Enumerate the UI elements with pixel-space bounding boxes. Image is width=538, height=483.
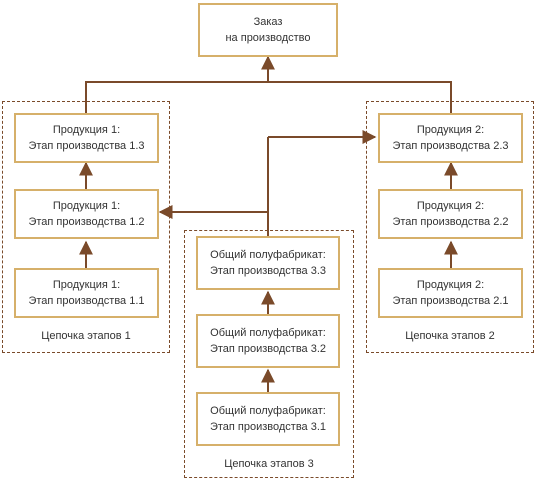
- stage-3-2-line1: Общий полуфабрикат:: [210, 327, 326, 339]
- stage-1-1-box: Продукция 1: Этап производства 1.1: [14, 268, 159, 318]
- chain3-label: Цепочка этапов 3: [224, 458, 314, 470]
- chain1-frame: [2, 101, 170, 353]
- stage-1-2-box: Продукция 1: Этап производства 1.2: [14, 189, 159, 239]
- chain1-label: Цепочка этапов 1: [41, 330, 131, 342]
- stage-1-3-line2: Этап производства 1.3: [28, 140, 145, 152]
- stage-2-1-line1: Продукция 2:: [416, 279, 485, 291]
- order-box: Заказ на производство: [198, 3, 338, 57]
- stage-3-3-line2: Этап производства 3.3: [209, 265, 327, 277]
- stage-1-2-line1: Продукция 1:: [52, 200, 121, 212]
- stage-3-1-box: Общий полуфабрикат: Этап производства 3.…: [196, 392, 340, 446]
- chain2-frame: [366, 101, 534, 353]
- stage-2-2-line1: Продукция 2:: [416, 200, 485, 212]
- chain2-label: Цепочка этапов 2: [405, 330, 495, 342]
- stage-2-1-box: Продукция 2: Этап производства 2.1: [378, 268, 523, 318]
- stage-2-2-line2: Этап производства 2.2: [392, 216, 509, 228]
- stage-3-2-box: Общий полуфабрикат: Этап производства 3.…: [196, 314, 340, 368]
- stage-2-3-line1: Продукция 2:: [416, 124, 485, 136]
- stage-3-2-line2: Этап производства 3.2: [209, 343, 327, 355]
- order-line1: Заказ: [253, 16, 283, 28]
- stage-1-1-line1: Продукция 1:: [52, 279, 121, 291]
- stage-3-1-line2: Этап производства 3.1: [209, 421, 327, 433]
- stage-3-3-box: Общий полуфабрикат: Этап производства 3.…: [196, 236, 340, 290]
- stage-3-1-line1: Общий полуфабрикат:: [210, 405, 326, 417]
- stage-1-2-line2: Этап производства 1.2: [28, 216, 145, 228]
- stage-1-3-line1: Продукция 1:: [52, 124, 121, 136]
- stage-2-3-box: Продукция 2: Этап производства 2.3: [378, 113, 523, 163]
- stage-2-1-line2: Этап производства 2.1: [392, 295, 509, 307]
- chain3-frame: [184, 230, 354, 478]
- stage-3-3-line1: Общий полуфабрикат:: [210, 249, 326, 261]
- stage-2-3-line2: Этап производства 2.3: [392, 140, 509, 152]
- order-line2: на производство: [225, 32, 311, 44]
- stage-1-3-box: Продукция 1: Этап производства 1.3: [14, 113, 159, 163]
- stage-1-1-line2: Этап производства 1.1: [28, 295, 145, 307]
- stage-2-2-box: Продукция 2: Этап производства 2.2: [378, 189, 523, 239]
